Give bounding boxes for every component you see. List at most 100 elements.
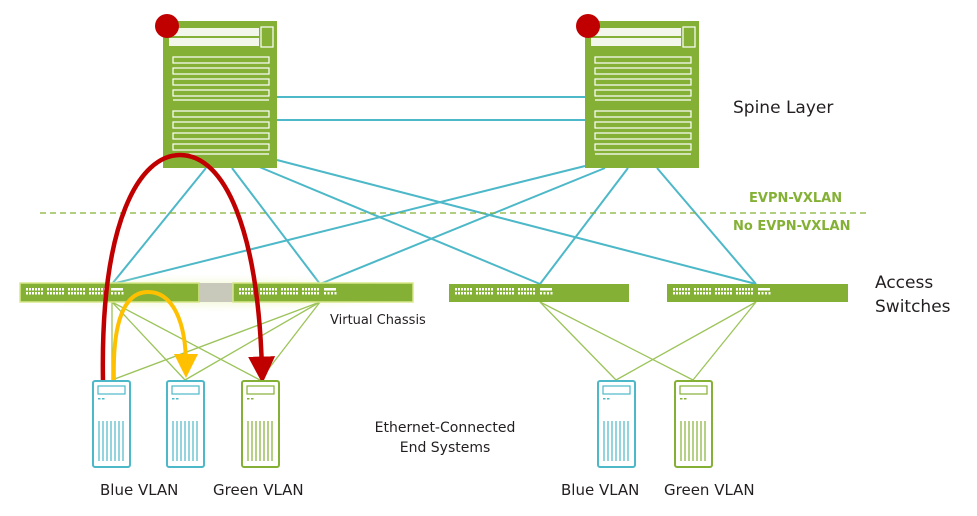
uplink-port-icon [111,292,113,295]
port-icon [290,292,292,295]
port-icon [533,288,535,291]
right-green-vlan-label: Green VLAN [664,481,755,499]
port-icon [80,288,82,291]
port-icon [497,288,499,291]
port-icon [29,292,31,295]
spine-switch-1[interactable] [163,21,277,168]
port-icon [470,288,472,291]
port-icon [679,292,681,295]
spine-switch-2[interactable] [585,21,699,168]
port-icon [500,292,502,295]
port-icon [745,288,747,291]
port-icon [476,292,478,295]
port-icon [284,292,286,295]
port-icon [245,288,247,291]
port-icon [251,292,253,295]
port-icon [284,288,286,291]
port-icon [74,292,76,295]
port-icon [74,288,76,291]
port-icon [290,288,292,291]
no-evpn-vxlan-label: No EVPN-VXLAN [733,219,851,234]
port-icon [242,288,244,291]
server-blue-vlan[interactable] [166,380,205,468]
port-icon [239,292,241,295]
uplink-port-icon [765,292,767,295]
port-icon [488,292,490,295]
port-icon [730,288,732,291]
port-icon [38,292,40,295]
uplink [276,159,757,285]
server-green-vlan[interactable] [674,380,713,468]
end-systems-label-line1: Ethernet-Connected [374,420,516,436]
access-switch-3[interactable] [667,284,848,302]
port-icon [35,288,37,291]
port-icon [739,288,741,291]
uplink-port-icon [550,292,553,295]
port-icon [245,292,247,295]
uplink [111,167,207,285]
port-icon [742,288,744,291]
server-blue-vlan[interactable] [92,380,131,468]
port-icon [482,288,484,291]
port-icon [32,292,34,295]
port-icon [47,292,49,295]
end-systems-label-line2: End Systems [399,440,491,456]
port-icon [275,292,277,295]
port-icon [509,288,511,291]
server-green-vlan[interactable] [241,380,280,468]
port-icon [83,288,85,291]
port-icon [464,288,466,291]
uplink [111,165,586,285]
port-icon [509,292,511,295]
access-switch-2[interactable] [449,284,629,302]
port-icon [530,288,532,291]
port-icon [718,288,720,291]
port-icon [56,292,58,295]
port-icon [524,292,526,295]
port-icon [305,292,307,295]
port-icon [59,292,61,295]
port-icon [296,292,298,295]
port-icon [703,292,705,295]
port-icon [527,288,529,291]
port-icon [682,288,684,291]
port-icon [266,292,268,295]
port-icon [98,288,100,291]
port-icon [512,288,514,291]
port-icon [721,292,723,295]
uplink [231,167,321,285]
port-icon [461,292,463,295]
port-icon [296,288,298,291]
port-icon [311,288,313,291]
port-icon [68,292,70,295]
port-icon [317,292,319,295]
port-icon [50,292,52,295]
port-icon [308,292,310,295]
virtual-chassis-label: Virtual Chassis [330,313,426,328]
port-icon [485,292,487,295]
port-icon [53,292,55,295]
port-icon [263,292,265,295]
port-icon [314,292,316,295]
port-icon [479,292,481,295]
port-icon [727,288,729,291]
left-blue-vlan-label: Blue VLAN [100,481,179,499]
port-icon [77,292,79,295]
server-blue-vlan[interactable] [597,380,636,468]
spine-1-badge-icon [155,14,179,38]
port-icon [467,292,469,295]
port-icon [275,288,277,291]
virtual-chassis[interactable] [19,282,414,303]
port-icon [709,292,711,295]
spine-access-links [111,159,757,285]
port-icon [305,288,307,291]
port-icon [92,292,94,295]
port-icon [751,292,753,295]
left-green-vlan-label: Green VLAN [213,481,304,499]
port-icon [727,292,729,295]
spine-2-badge-icon [576,14,600,38]
port-icon [293,288,295,291]
port-icon [697,292,699,295]
port-icon [47,288,49,291]
